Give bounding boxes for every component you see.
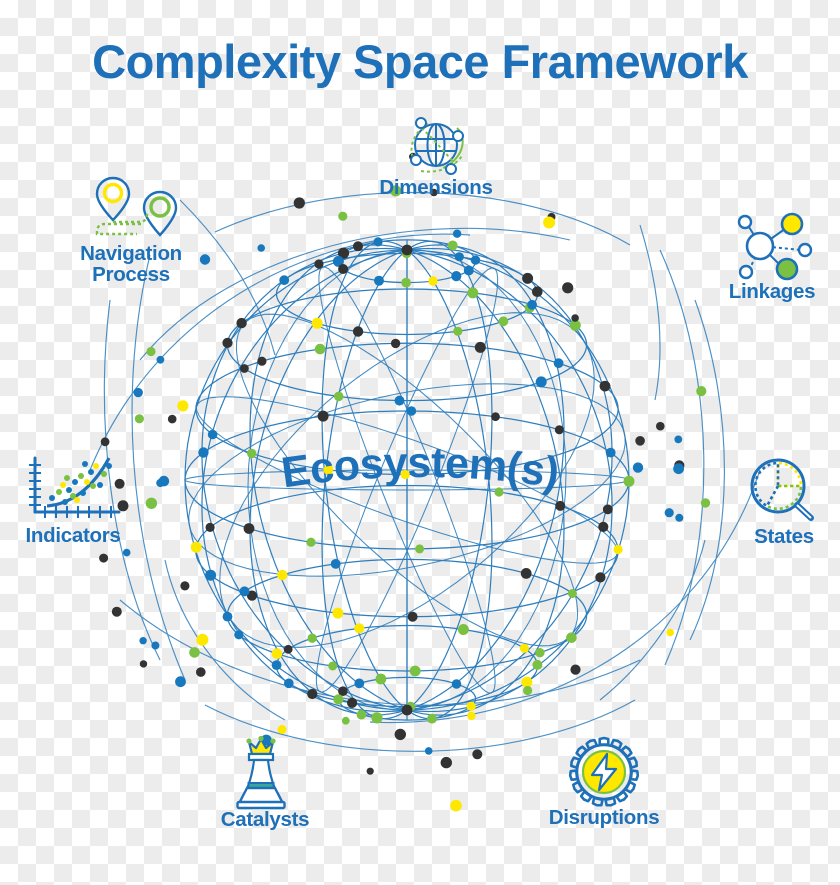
- globe-nodes: [190, 237, 635, 724]
- node-navigation-process-label: Navigation Process: [66, 242, 196, 286]
- map-pins-path-icon: [95, 176, 178, 237]
- node-indicators[interactable]: Indicators: [12, 452, 134, 547]
- outer-orbital-arcs: [89, 191, 761, 752]
- pie-magnifier-icon: [750, 458, 814, 521]
- network-nodes-icon: [737, 212, 813, 281]
- node-states-label: States: [754, 525, 814, 548]
- node-dimensions-label: Dimensions: [379, 176, 493, 199]
- node-navigation-process-line2: Process: [92, 262, 170, 286]
- gear-lightning-icon: [568, 736, 640, 807]
- node-linkages[interactable]: Linkages: [717, 212, 827, 303]
- node-states[interactable]: States: [734, 455, 834, 548]
- globe-wireframe: [184, 239, 630, 721]
- globe-orbit-icon: [410, 117, 464, 175]
- node-dimensions[interactable]: Dimensions: [376, 112, 496, 199]
- node-navigation-process-line1: Navigation: [80, 242, 182, 265]
- node-catalysts[interactable]: Catalysts: [210, 736, 320, 831]
- page-title: Complexity Space Framework: [92, 35, 748, 88]
- node-navigation-process[interactable]: Navigation Process: [66, 172, 196, 286]
- node-catalysts-label: Catalysts: [220, 808, 310, 831]
- node-disruptions-label: Disruptions: [548, 806, 660, 829]
- node-disruptions[interactable]: Disruptions: [534, 736, 674, 829]
- node-indicators-label: Indicators: [25, 524, 121, 547]
- scatter-chart-icon: [29, 456, 121, 518]
- chess-queen-icon: [236, 736, 286, 810]
- node-linkages-label: Linkages: [728, 280, 816, 303]
